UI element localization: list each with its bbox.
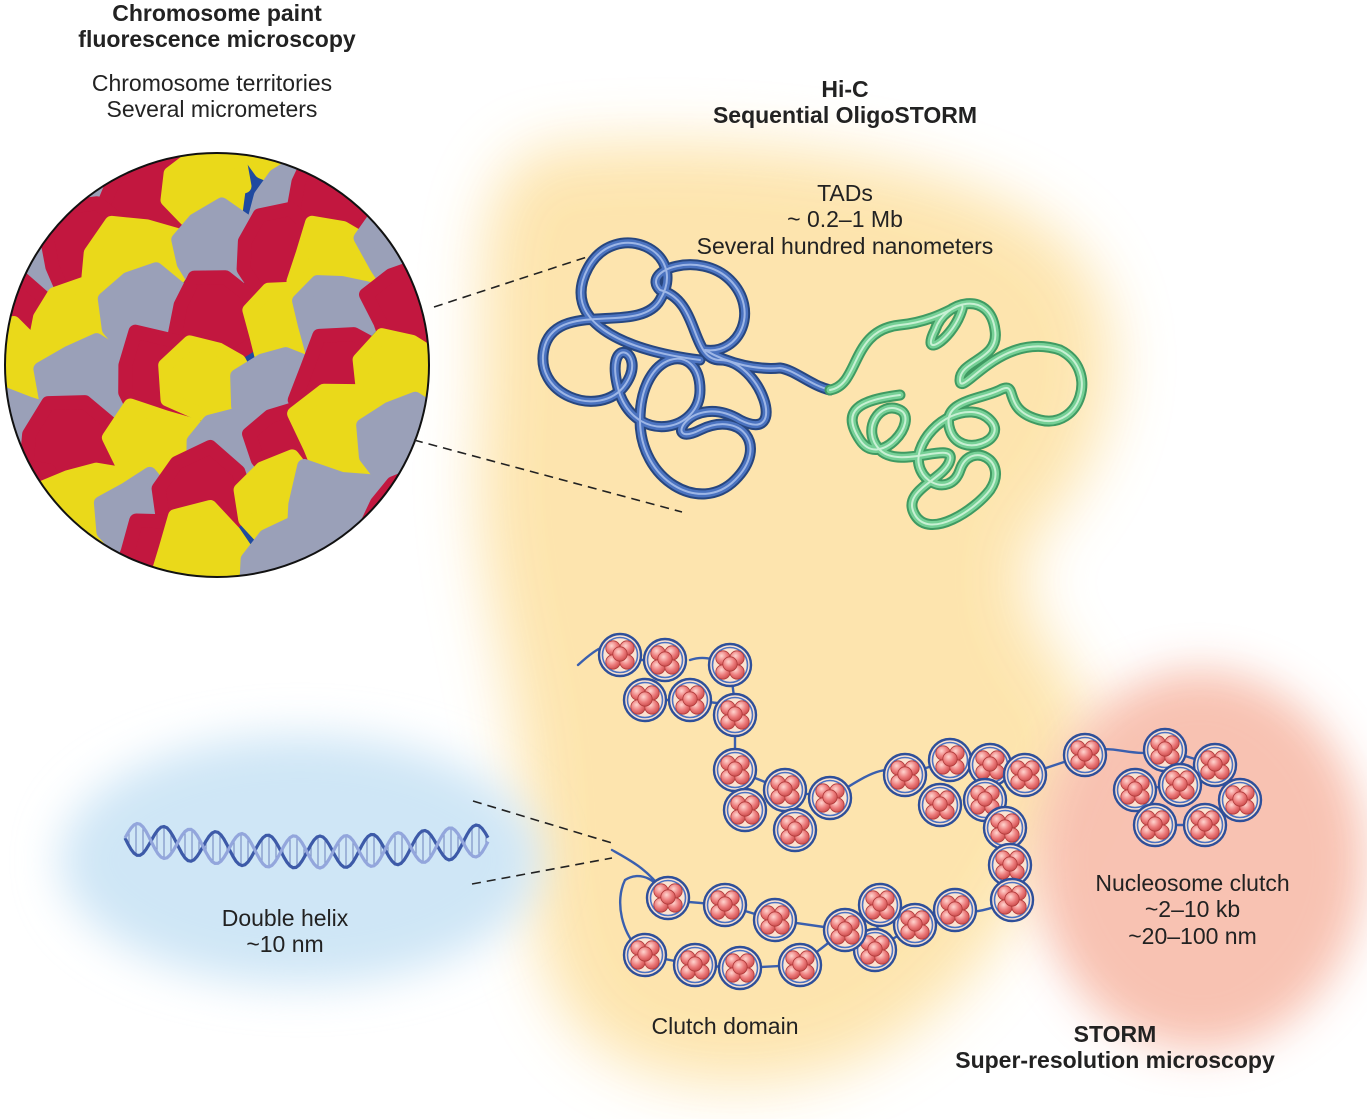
zoom-line-tad-top: [433, 255, 591, 308]
nucleosome: [807, 775, 853, 821]
chromosome-territories-line1: Chromosome territories: [91, 70, 333, 96]
pink-glow-region: [1035, 670, 1365, 1050]
chromosome-territories-line2: Several micrometers: [106, 96, 318, 123]
nucleosome: [1002, 752, 1048, 798]
nucleosome: [927, 737, 973, 783]
chromosome-territories-label: Chromosome territories Several micromete…: [52, 70, 372, 123]
nucleosome: [1112, 767, 1158, 813]
nucleosome: [622, 677, 668, 723]
clutch-domain-label: Clutch domain: [620, 1013, 830, 1039]
tads-label-line3: Several hundred nanometers: [696, 232, 994, 259]
nucleosome: [762, 767, 808, 813]
chromosome-territory: [302, 532, 407, 577]
nucleosome: [645, 875, 691, 921]
helix-strand: [123, 821, 490, 870]
chromosome-territory: [150, 500, 261, 577]
nucleosome: [1142, 727, 1188, 773]
nucleosome: [717, 945, 763, 991]
nucleosome-clutch-line2: ~2–10 kb: [1144, 896, 1241, 923]
nucleosome: [722, 787, 768, 833]
nucleosome: [712, 692, 758, 738]
double-helix-dna: [123, 821, 490, 870]
double-helix-label: Double helix ~10 nm: [180, 905, 390, 958]
nucleosome: [1132, 802, 1178, 848]
nucleosome: [642, 637, 688, 683]
chromosome-territory: [5, 153, 76, 234]
chromosome-territory: [367, 153, 429, 237]
chromosome-territories-nucleus: [4, 152, 430, 578]
nucleosome: [707, 642, 753, 688]
chromosome-territory: [352, 532, 429, 577]
tads-label-line1: TADs: [817, 180, 873, 206]
chromosome-territory: [5, 503, 85, 577]
double-helix-line1: Double helix: [221, 905, 349, 931]
nucleosome: [967, 742, 1013, 788]
chromosome-paint-title-line2: fluorescence microscopy: [78, 26, 356, 53]
tads-label: TADs ~ 0.2–1 Mb Several hundred nanomete…: [660, 180, 1030, 259]
nucleosome: [1157, 762, 1203, 808]
nucleosome-chain: [597, 632, 1263, 991]
nucleosome-clutch-line3: ~20–100 nm: [1128, 922, 1257, 949]
nucleosome: [989, 877, 1035, 923]
zoom-dashed-lines: [413, 255, 683, 885]
chromosome-territory: [356, 391, 429, 489]
blue-glow-region: [60, 735, 540, 985]
nucleosome: [982, 805, 1028, 851]
nucleosome: [1062, 732, 1108, 778]
hic-title: Hi-C Sequential OligoSTORM: [660, 76, 1030, 129]
chromosome-paint-title: Chromosome paint fluorescence microscopy: [62, 0, 372, 53]
nucleosome: [917, 782, 963, 828]
hic-title-line2: Sequential OligoSTORM: [712, 102, 978, 129]
clutch-domain-text: Clutch domain: [651, 1013, 799, 1039]
nucleosome: [712, 747, 758, 793]
nucleosome: [1182, 802, 1228, 848]
nucleosome: [752, 897, 798, 943]
nucleosome: [857, 882, 903, 928]
nucleosome: [882, 752, 928, 798]
nucleosome: [932, 887, 978, 933]
chromosome-territory: [19, 532, 125, 577]
storm-title: STORM Super-resolution microscopy: [915, 1021, 1315, 1074]
nucleosome: [1192, 742, 1238, 788]
nucleosome: [667, 677, 713, 723]
zoom-line-helix-bottom: [471, 857, 613, 885]
nucleosome: [702, 882, 748, 928]
tad-green-fiber: [824, 298, 1088, 530]
orange-glow-region: [478, 143, 1113, 1085]
storm-title-line1: STORM: [1073, 1021, 1157, 1047]
nucleosome: [822, 907, 868, 953]
chromosome-territory: [5, 153, 61, 180]
glow-background-layer: [60, 143, 1365, 1085]
nucleosome-clutch-line1: Nucleosome clutch: [1095, 870, 1290, 896]
double-helix-line2: ~10 nm: [246, 931, 324, 958]
nucleosome-clutch-label: Nucleosome clutch ~2–10 kb ~20–100 nm: [1065, 870, 1320, 949]
nucleosome: [772, 807, 818, 853]
nucleosome: [1217, 777, 1263, 823]
nucleosome: [777, 942, 823, 988]
nucleosome: [672, 942, 718, 988]
nucleosome: [892, 902, 938, 948]
zoom-line-helix-top: [472, 800, 613, 844]
storm-title-line2: Super-resolution microscopy: [955, 1047, 1275, 1074]
chromosome-territory: [364, 153, 429, 181]
nucleosome: [622, 932, 668, 978]
zoom-line-tad-bottom: [413, 439, 683, 513]
nucleosome: [597, 632, 643, 678]
chromosome-territory: [239, 514, 347, 577]
hic-title-line1: Hi-C: [821, 76, 869, 102]
tads-label-line2: ~ 0.2–1 Mb: [787, 206, 903, 233]
chromosome-paint-title-line1: Chromosome paint: [112, 0, 322, 26]
tad-blue-fiber: [537, 237, 836, 500]
